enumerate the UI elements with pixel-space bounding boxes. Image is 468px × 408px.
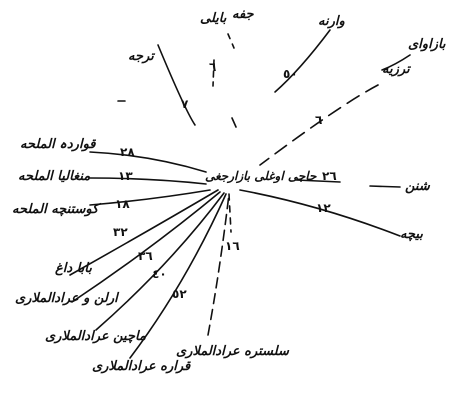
branch-line-silistre (208, 194, 229, 335)
center-node-label: حاجی اوغلی بازارجغی (205, 170, 316, 182)
branch-distance-terziye: ٦ (315, 114, 322, 126)
branch-distance-bayli: ٦ (209, 61, 216, 73)
branch-label-qavarne: قواردہ الملحه (20, 138, 96, 151)
branch-label-varna: وارنه (318, 15, 345, 28)
branch-label-terziye: ترزیه (382, 63, 410, 76)
branch-distance-varna: ٥٠ (283, 68, 298, 80)
branch-distance-qarare: ٥٢ (172, 288, 187, 300)
branch-line-silistre-upper (229, 194, 231, 232)
branch-distance-arlen: ٣٦ (138, 250, 153, 262)
branch-distance-constanta: ١٨ (115, 198, 130, 210)
branch-distance-mangalia: ١٣ (118, 170, 133, 182)
branch-distance-qavarne: ٢٨ (120, 146, 135, 158)
branch-label-constanta: کوستنچه الملحه (12, 203, 98, 216)
branch-distance-silistre: ١٦ (225, 240, 240, 252)
branch-label-babadag: بابا داغ (55, 262, 92, 275)
branch-distance-shnen: ٢٦ (322, 170, 337, 182)
branch-label-shnen: شنن (405, 180, 430, 193)
branch-label-silistre: سلستره عرادالملاری (176, 345, 289, 358)
branch-label-bayli: بایلی (200, 12, 226, 25)
branch-line-shnen-end (370, 186, 400, 187)
branch-line-terce (158, 45, 195, 125)
branch-line-varna (275, 30, 330, 92)
branch-distance-biche: ١٢ (316, 202, 331, 214)
branch-distance-machin: ٤٠ (152, 268, 167, 280)
branch-line-constanta (90, 190, 210, 205)
branch-label-terce: ترجه (128, 50, 154, 63)
branch-label-mangalia: منغالیا الملحه (18, 170, 90, 183)
branch-label-qarare: قراره عرادالملاری (92, 360, 190, 373)
branch-label-cefe: جفه (232, 8, 254, 21)
branch-label-bazaray: بازاوای (408, 38, 446, 51)
branch-label-arlen: ارلن و عرادالملاری (15, 292, 118, 305)
branch-line-mangalia (90, 178, 206, 184)
branch-label-machin: ماچین عرادالملاری (45, 330, 146, 343)
branch-label-biche: بیچه (400, 228, 423, 241)
dash-mark-2 (232, 118, 236, 127)
branch-distance-terce: ٧ (181, 98, 188, 110)
branch-line-mangalia-upper (90, 152, 206, 172)
branch-line-cefe (228, 34, 234, 48)
branch-line-machin (96, 193, 224, 330)
branch-distance-babadag: ٣٢ (113, 226, 128, 238)
